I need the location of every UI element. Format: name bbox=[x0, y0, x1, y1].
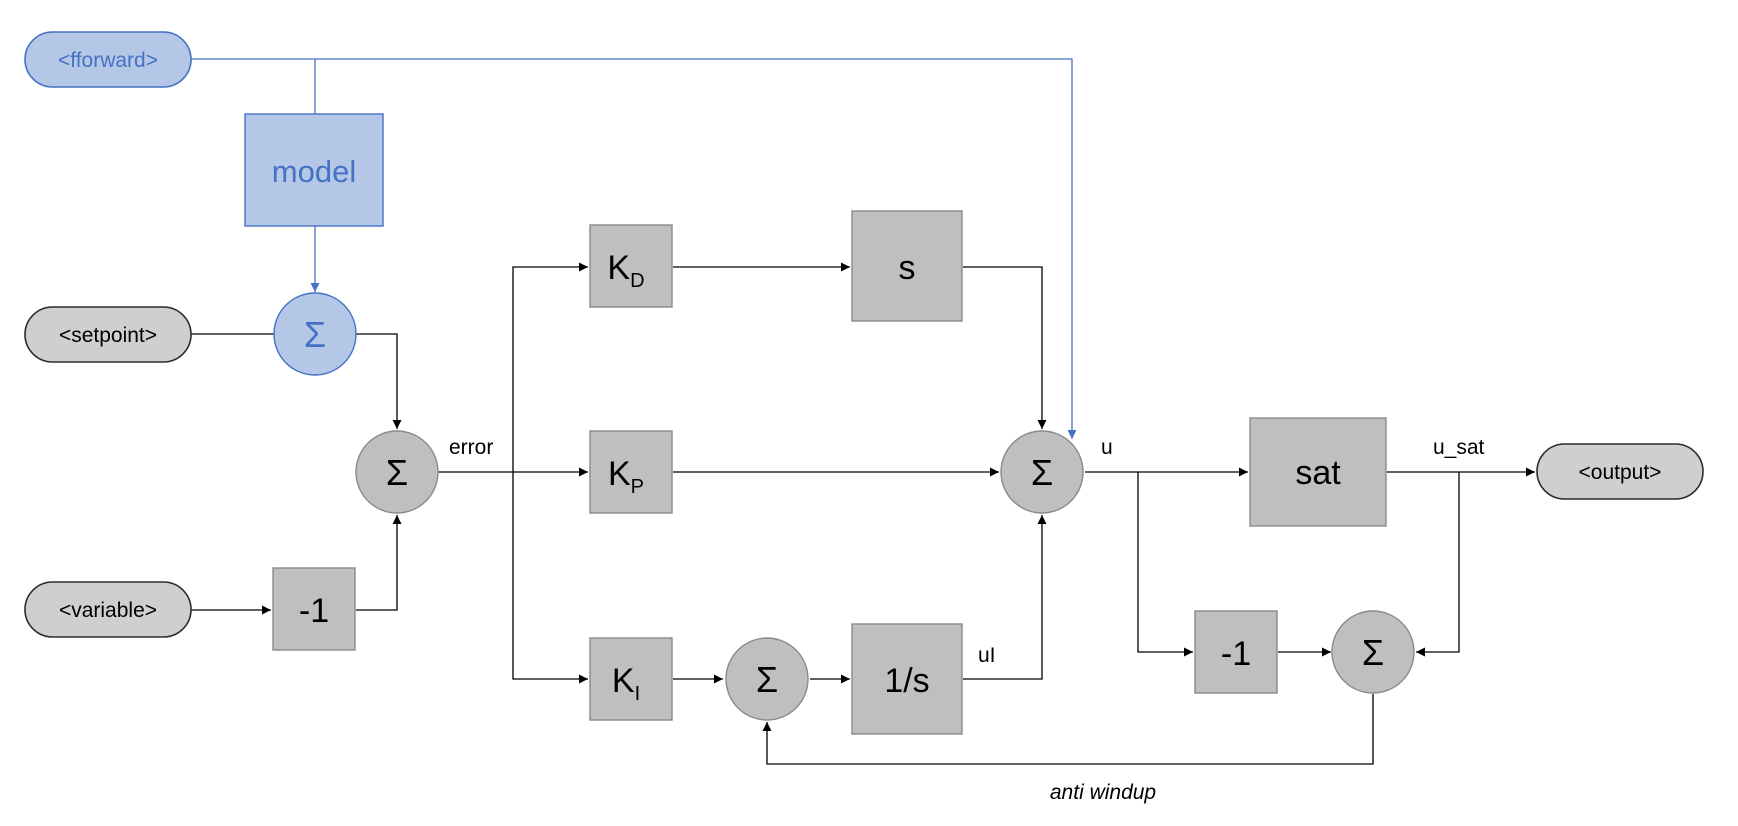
integral-sum-junction[interactable]: Σ bbox=[725, 637, 809, 721]
signal-wires bbox=[191, 262, 1535, 765]
u-sum-symbol: Σ bbox=[1031, 452, 1053, 493]
derivative-label: s bbox=[899, 249, 916, 287]
svg-text:KI: KI bbox=[612, 662, 640, 705]
integrator-block[interactable]: 1/s bbox=[851, 623, 963, 735]
terminal-setpoint[interactable]: <setpoint> bbox=[24, 306, 192, 363]
negate-variable-block[interactable]: -1 bbox=[272, 567, 356, 651]
error-sum-junction[interactable]: Σ bbox=[355, 430, 439, 514]
signal-ui-label: uI bbox=[978, 644, 996, 667]
kp-label: K bbox=[608, 455, 631, 493]
kp-gain-block[interactable]: KP bbox=[589, 430, 673, 514]
wire-setpoint-sum-to-error-sum bbox=[356, 333, 402, 429]
saturation-block[interactable]: sat bbox=[1249, 417, 1387, 527]
integrator-label: 1/s bbox=[884, 662, 929, 700]
saturation-label: sat bbox=[1295, 454, 1341, 492]
negate-antiwindup-label: -1 bbox=[1221, 635, 1251, 673]
kd-subscript: D bbox=[630, 270, 644, 292]
antiwindup-sum-symbol: Σ bbox=[1362, 632, 1384, 673]
terminal-variable-label: <variable> bbox=[59, 599, 157, 622]
terminal-fforward[interactable]: <fforward> bbox=[24, 31, 192, 88]
u-sum-junction[interactable]: Σ bbox=[1000, 430, 1084, 514]
model-sum-junction[interactable]: Σ bbox=[273, 292, 357, 376]
ki-subscript: I bbox=[635, 683, 641, 705]
terminal-fforward-label: <fforward> bbox=[58, 49, 158, 72]
model-block[interactable]: model bbox=[244, 113, 384, 227]
ki-gain-block[interactable]: KI bbox=[589, 637, 673, 721]
wire-anti-windup-feedback bbox=[762, 694, 1374, 765]
anti-windup-label: anti windup bbox=[1050, 781, 1156, 804]
wire-fforward-to-u-sum bbox=[191, 58, 1077, 439]
kd-label: K bbox=[607, 249, 630, 287]
wire-integrator-to-u-sum bbox=[963, 515, 1047, 680]
model-block-label: model bbox=[272, 154, 356, 189]
signal-usat-label: u_sat bbox=[1433, 436, 1485, 459]
svg-text:KP: KP bbox=[608, 455, 644, 498]
wire-usat-to-aw-sum bbox=[1416, 472, 1460, 657]
kd-gain-block[interactable]: KD bbox=[589, 224, 673, 308]
negate-variable-label: -1 bbox=[299, 592, 329, 630]
wire-error-to-kd bbox=[512, 262, 588, 472]
negate-antiwindup-block[interactable]: -1 bbox=[1194, 610, 1278, 694]
signal-error-label: error bbox=[449, 436, 493, 459]
wire-u-to-neg-aw bbox=[1137, 472, 1193, 657]
integral-sum-symbol: Σ bbox=[756, 659, 778, 700]
error-sum-symbol: Σ bbox=[386, 452, 408, 493]
wire-s-to-u-sum bbox=[963, 266, 1047, 429]
kp-subscript: P bbox=[631, 476, 644, 498]
ki-label: K bbox=[612, 662, 635, 700]
wire-error-to-ki bbox=[512, 472, 588, 684]
terminal-setpoint-label: <setpoint> bbox=[59, 324, 157, 347]
terminal-output-label: <output> bbox=[1579, 461, 1662, 484]
terminal-variable[interactable]: <variable> bbox=[24, 581, 192, 638]
derivative-block[interactable]: s bbox=[851, 210, 963, 322]
model-sum-symbol: Σ bbox=[304, 314, 326, 355]
signal-u-label: u bbox=[1101, 436, 1113, 459]
wire-neg-to-error-sum bbox=[356, 515, 402, 611]
terminal-output[interactable]: <output> bbox=[1536, 443, 1704, 500]
antiwindup-sum-junction[interactable]: Σ bbox=[1331, 610, 1415, 694]
svg-text:KD: KD bbox=[607, 249, 644, 292]
feedforward-wires bbox=[191, 58, 1077, 439]
